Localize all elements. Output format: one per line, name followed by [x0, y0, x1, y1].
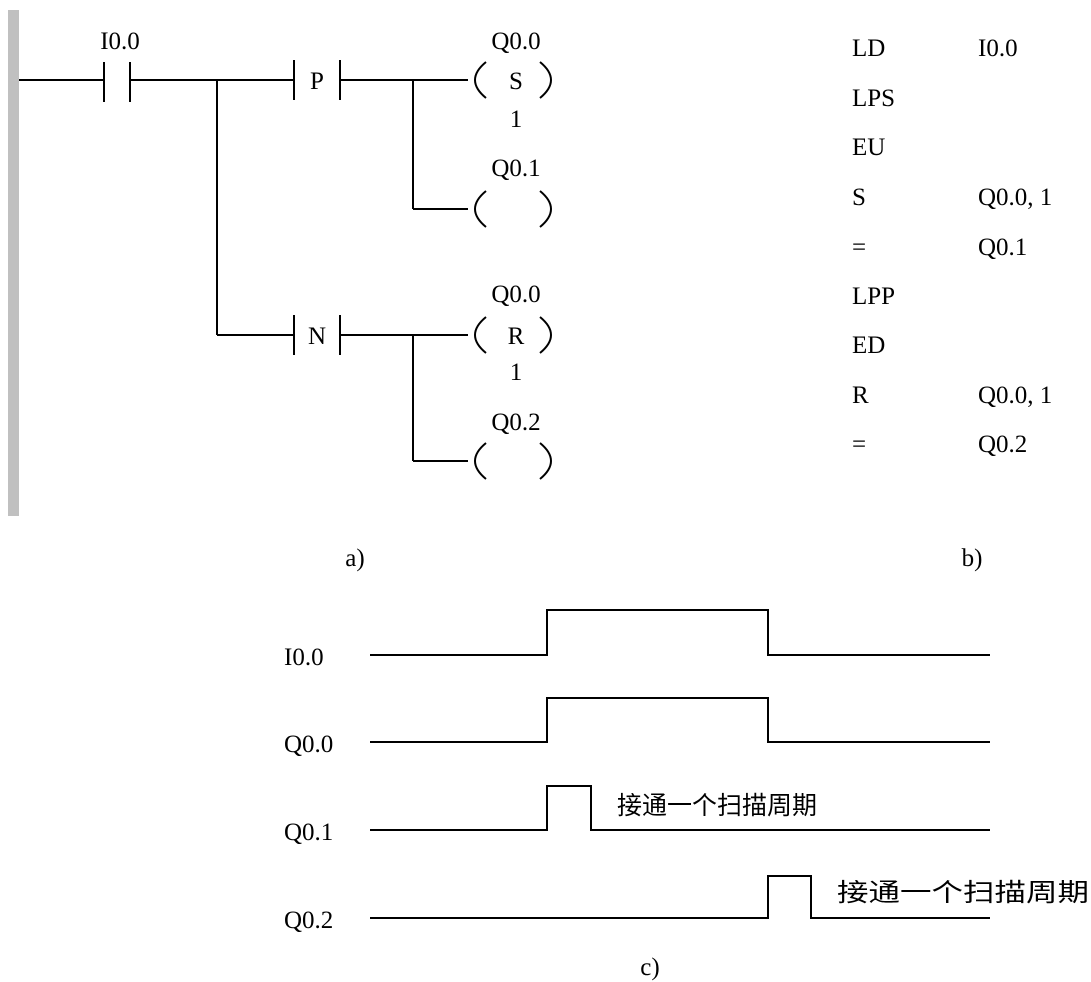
stl-op: LPP — [852, 283, 895, 310]
caption-a: a) — [345, 545, 364, 572]
caption-c: c) — [640, 954, 659, 981]
stl-row: LD I0.0 — [852, 35, 1018, 62]
coil-address: Q0.0 — [491, 281, 540, 308]
negative-transition — [293, 315, 341, 355]
coil-reset: Q0.0 R 1 — [474, 281, 552, 386]
signal-label: I0.0 — [284, 644, 324, 671]
timing-diagram: I0.0 Q0.0 Q0.1 Q0.2 接通一个扫描周期 接通一个扫描周期 c) — [284, 609, 1089, 981]
stl-op: EU — [852, 134, 885, 161]
coil-output-q0-1: Q0.1 — [474, 155, 552, 228]
positive-transition — [293, 60, 341, 100]
contact-i0-0 — [103, 62, 131, 102]
waveform-q0-2 — [370, 875, 990, 919]
stl-op: ED — [852, 332, 885, 359]
positive-transition-label: P — [310, 68, 324, 95]
coil-left-paren — [474, 316, 487, 354]
stl-operand: Q0.2 — [978, 431, 1027, 458]
stl-row: EU — [852, 134, 885, 161]
stl-operand: Q0.1 — [978, 234, 1027, 261]
contact-label: I0.0 — [100, 28, 140, 55]
coil-left-paren — [474, 442, 487, 480]
stl-row: LPP — [852, 283, 895, 310]
timing-waveforms — [370, 609, 990, 919]
coil-output-q0-2: Q0.2 — [474, 409, 552, 480]
coil-right-paren — [539, 316, 552, 354]
negative-transition-label: N — [308, 323, 326, 350]
stl-operand: Q0.0, 1 — [978, 184, 1052, 211]
waveform-q0-1 — [370, 785, 990, 831]
coil-address: Q0.0 — [491, 28, 540, 55]
signal-label: Q0.1 — [284, 819, 333, 846]
stl-row: R Q0.0, 1 — [852, 382, 1052, 409]
pulse-annotation: 接通一个扫描周期 — [617, 791, 817, 820]
statement-list: LD I0.0 LPS EU S Q0.0, 1 = Q0.1 LPP ED R — [852, 35, 1052, 572]
stl-op: S — [852, 184, 866, 211]
coil-address: Q0.2 — [491, 409, 540, 436]
coil-right-paren — [539, 190, 552, 228]
coil-count: 1 — [510, 106, 523, 133]
coil-op: R — [508, 323, 525, 350]
stl-operand: Q0.0, 1 — [978, 382, 1052, 409]
waveform-i0-0 — [370, 609, 990, 656]
coil-left-paren — [474, 61, 487, 99]
stl-row: LPS — [852, 85, 895, 112]
signal-label: Q0.2 — [284, 907, 333, 934]
ladder-diagram: I0.0 P N Q0.0 S 1 Q0.1 — [8, 10, 552, 572]
coil-op: S — [509, 68, 523, 95]
coil-right-paren — [539, 61, 552, 99]
stl-op: LPS — [852, 85, 895, 112]
caption-b: b) — [962, 545, 983, 572]
stl-row: S Q0.0, 1 — [852, 184, 1052, 211]
coil-right-paren — [539, 442, 552, 480]
stl-op: LD — [852, 35, 885, 62]
waveform-q0-0 — [370, 697, 990, 743]
signal-label: Q0.0 — [284, 731, 333, 758]
stl-op: R — [852, 382, 869, 409]
stl-row: = Q0.2 — [852, 431, 1027, 458]
pulse-annotation: 接通一个扫描周期 — [837, 878, 1089, 907]
coil-address: Q0.1 — [491, 155, 540, 182]
coil-left-paren — [474, 190, 487, 228]
coil-set: Q0.0 S 1 — [474, 28, 552, 133]
power-rail — [8, 10, 19, 516]
stl-operand: I0.0 — [978, 35, 1018, 62]
coil-count: 1 — [510, 359, 523, 386]
stl-row: ED — [852, 332, 885, 359]
stl-op: = — [852, 431, 866, 458]
stl-row: = Q0.1 — [852, 234, 1027, 261]
ladder-wires — [19, 79, 468, 462]
stl-op: = — [852, 234, 866, 261]
